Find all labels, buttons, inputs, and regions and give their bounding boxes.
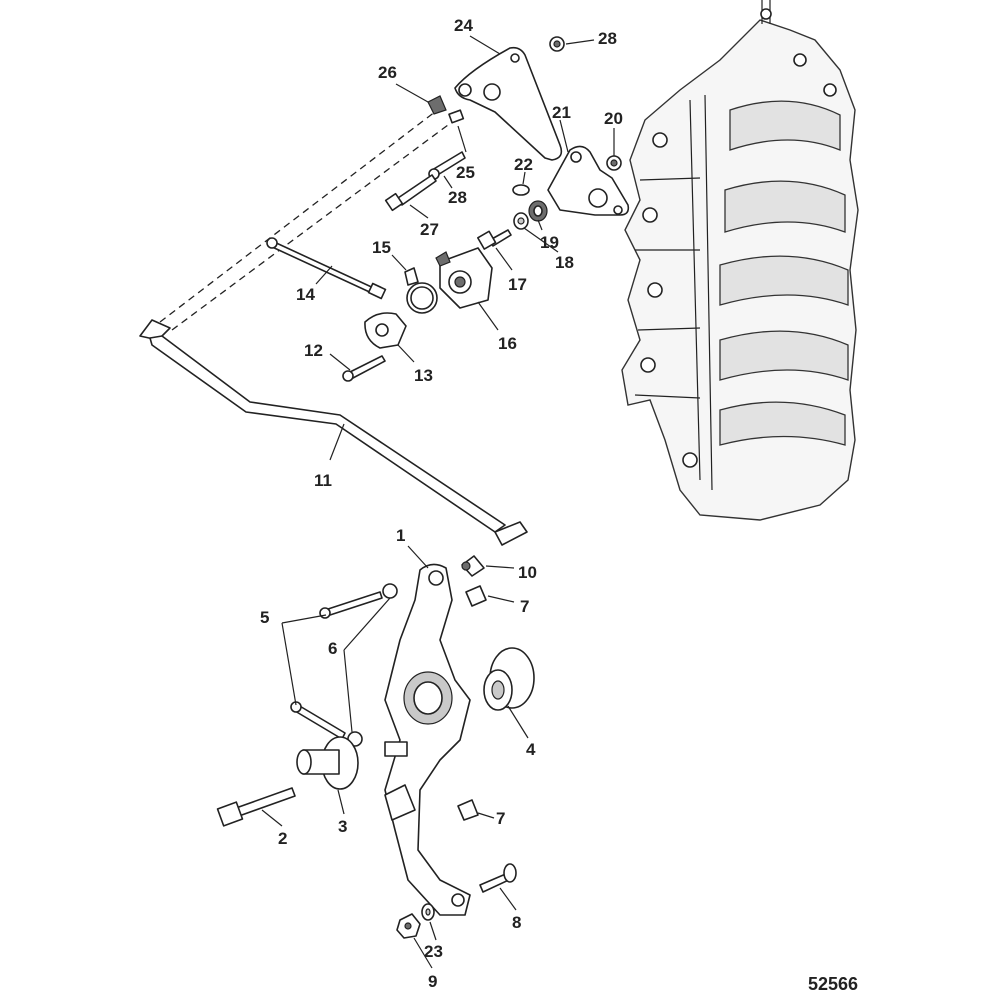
bracket-plate-part xyxy=(547,145,630,216)
callout-1: 1 xyxy=(396,526,405,545)
nut-part-6a xyxy=(382,583,398,599)
callout-7-lower: 7 xyxy=(496,809,505,828)
link-rod-part xyxy=(266,237,387,300)
callout-27: 28 xyxy=(448,188,467,207)
callout-24: 25 xyxy=(456,163,475,182)
spring-part xyxy=(404,267,438,314)
screw-part xyxy=(448,109,465,124)
shoulder-bolt-part xyxy=(479,863,517,893)
callout-2: 2 xyxy=(278,829,287,848)
callout-10: 10 xyxy=(518,563,537,582)
nut-part xyxy=(549,36,565,52)
callout-5: 5 xyxy=(260,608,269,627)
callout-14: 14 xyxy=(296,285,315,304)
throttle-cam-lever-part xyxy=(384,563,471,916)
callout-9: 9 xyxy=(428,972,437,991)
throttle-arm-part xyxy=(454,46,563,161)
callout-7-upper: 7 xyxy=(520,597,529,616)
throttle-shaft-part xyxy=(139,319,528,546)
callout-20: 20 xyxy=(604,109,623,128)
callout-17: 17 xyxy=(508,275,527,294)
callout-13: 13 xyxy=(414,366,433,385)
callout-18: 18 xyxy=(555,253,574,272)
screw-part-5b xyxy=(290,701,346,740)
throttle-position-sensor-part xyxy=(435,247,493,309)
callout-12: 12 xyxy=(304,341,323,360)
bushing-part-lower xyxy=(457,799,479,821)
bushing-part-upper xyxy=(465,585,487,607)
engine-block xyxy=(621,0,859,521)
callout-8: 8 xyxy=(512,913,521,932)
callout-4: 4 xyxy=(526,740,536,759)
callout-22: 22 xyxy=(514,155,533,174)
callout-23-upper: 24 xyxy=(454,16,473,35)
callout-23-lower: 23 xyxy=(424,942,443,961)
clip-part-22 xyxy=(512,184,530,196)
nut-part-9 xyxy=(396,913,421,939)
flanged-bushing-part xyxy=(296,736,359,790)
bolt-part-17 xyxy=(477,229,512,250)
clip-part xyxy=(427,95,447,115)
callout-26: 27 xyxy=(420,220,439,239)
stud-part xyxy=(461,555,485,577)
bearing-part xyxy=(528,200,548,222)
callout-3: 3 xyxy=(338,817,347,836)
figure-number: 52566 xyxy=(808,974,858,994)
washer-part xyxy=(513,212,529,230)
screw-part-5a xyxy=(319,591,383,619)
callout-11: 11 xyxy=(314,471,332,490)
bolt-part-26 xyxy=(384,174,437,212)
mount-bracket-part xyxy=(364,312,407,349)
bolt-part-2 xyxy=(216,787,296,827)
leader-lines xyxy=(261,35,615,969)
callout-labels: 24 28 26 21 20 25 22 28 27 19 18 17 16 1… xyxy=(260,16,858,994)
callout-15: 15 xyxy=(372,238,391,257)
callout-25: 26 xyxy=(378,63,397,82)
callout-21: 21 xyxy=(552,103,571,122)
callout-28: 28 xyxy=(598,29,617,48)
roller-part xyxy=(483,647,535,711)
washer-part-lower xyxy=(421,903,435,921)
callout-19: 19 xyxy=(540,233,559,252)
bolt-part-20 xyxy=(606,155,622,171)
callout-6: 6 xyxy=(328,639,337,658)
callout-16: 16 xyxy=(498,334,517,353)
alignment-lines xyxy=(159,107,453,331)
screw-part-12 xyxy=(342,355,386,382)
